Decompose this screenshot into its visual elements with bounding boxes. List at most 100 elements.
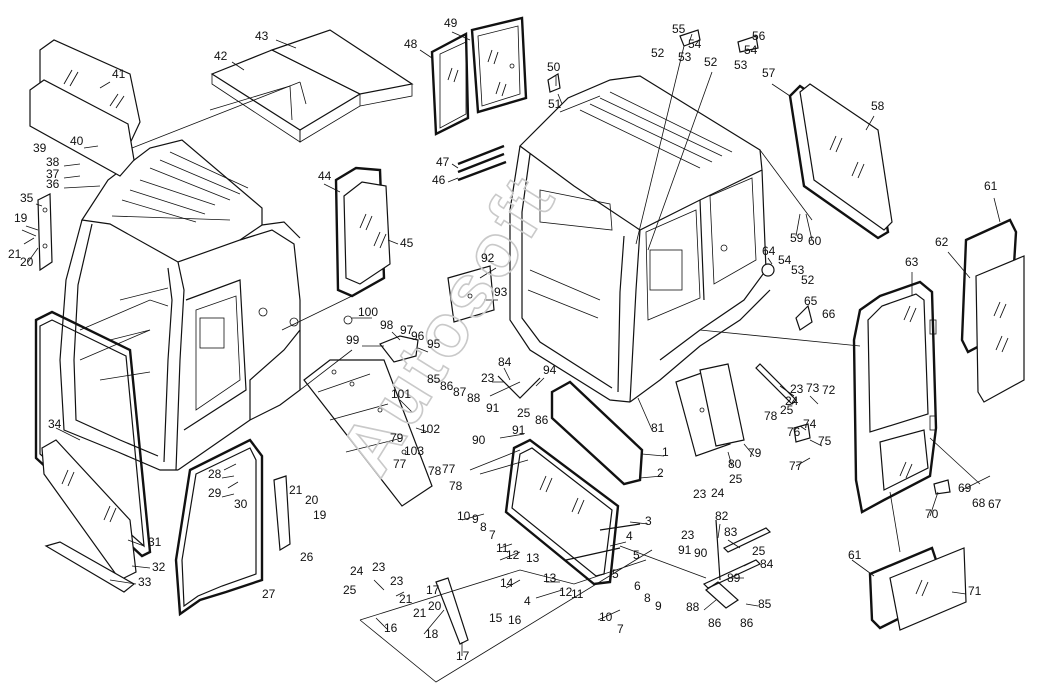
callout-number: 76 (787, 425, 801, 439)
right-door-glass (960, 218, 1025, 403)
callout-number: 27 (262, 587, 276, 601)
callout-number: 8 (644, 591, 651, 605)
callout-number: 89 (727, 571, 741, 585)
callout-number: 23 (693, 487, 707, 501)
callout-number: 92 (481, 251, 495, 265)
callout-number: 8 (480, 520, 487, 534)
callout-number: 86 (440, 379, 454, 393)
callout-number: 13 (526, 551, 540, 565)
callout-number: 23 (481, 371, 495, 385)
callout-number: 50 (547, 60, 561, 74)
callout-number: 60 (808, 234, 822, 248)
lower-assembly-outline (359, 549, 653, 683)
callout-number: 90 (472, 433, 486, 447)
callout-number: 98 (380, 318, 394, 332)
rails-and-brackets (435, 363, 797, 645)
callout-number: 51 (548, 97, 562, 111)
callout-number: 88 (686, 600, 700, 614)
callout-number: 14 (500, 576, 514, 590)
callout-number: 24 (785, 394, 799, 408)
callout-number: 23 (372, 560, 386, 574)
callout-number: 11 (571, 587, 584, 601)
right-cab-door (852, 280, 938, 514)
callout-number: 19 (14, 211, 28, 225)
callout-number: 25 (343, 583, 357, 597)
callout-number: 37 (46, 167, 60, 181)
callout-number: 85 (427, 372, 441, 386)
callout-number: 30 (234, 497, 248, 511)
callout-number: 49 (444, 16, 458, 30)
callout-number: 68 (972, 496, 986, 510)
callout-number: 34 (48, 417, 62, 431)
lower-right-glass (868, 546, 967, 631)
callout-number: 21 (8, 247, 22, 261)
callout-number: 9 (472, 512, 479, 526)
callout-number: 33 (138, 575, 152, 589)
callout-number: 100 (358, 305, 378, 319)
callout-number: 11 (496, 541, 509, 555)
callout-number: 23 (681, 528, 695, 542)
callout-number: 71 (968, 584, 982, 598)
callout-number: 88 (467, 391, 481, 405)
callout-number: 67 (988, 497, 1002, 511)
callout-number: 53 (678, 50, 692, 64)
callout-number: 83 (724, 525, 738, 539)
callout-number: 25 (780, 403, 794, 417)
callout-number: 64 (762, 244, 776, 258)
callout-number: 79 (748, 446, 762, 460)
callout-number: 78 (764, 409, 778, 423)
callout-number: 58 (871, 99, 885, 113)
callout-number: 42 (214, 49, 228, 63)
callout-number: 23 (790, 382, 804, 396)
callout-number: 91 (486, 401, 500, 415)
callout-number: 85 (758, 597, 772, 611)
callout-number: 26 (300, 550, 314, 564)
callout-number: 86 (708, 616, 722, 630)
callout-number: 82 (715, 509, 729, 523)
callout-number: 75 (818, 434, 832, 448)
callout-number: 29 (208, 486, 222, 500)
left-cab-door (174, 438, 291, 617)
callout-number: 25 (752, 544, 766, 558)
callout-number: 52 (651, 46, 665, 60)
callout-number: 59 (790, 231, 804, 245)
callout-number: 10 (457, 509, 471, 523)
callout-number: 48 (404, 37, 418, 51)
callout-number: 101 (391, 387, 411, 401)
callout-number: 36 (46, 177, 60, 191)
callout-number: 4 (626, 529, 633, 543)
callout-number: 84 (760, 557, 774, 571)
callout-number: 25 (729, 472, 743, 486)
callout-number: 31 (148, 535, 162, 549)
callout-number: 74 (803, 417, 817, 431)
callout-number: 77 (393, 457, 407, 471)
callout-number: 5 (612, 567, 619, 581)
callout-number: 84 (498, 355, 512, 369)
left-bracket (21, 193, 53, 272)
callout-number: 73 (806, 381, 820, 395)
guide-lines (131, 45, 981, 579)
callout-number: 21 (289, 483, 303, 497)
callout-number: 54 (778, 253, 792, 267)
callout-number: 52 (801, 273, 815, 287)
front-window-left (34, 310, 152, 593)
callout-number: 66 (822, 307, 836, 321)
callout-number: 62 (935, 235, 949, 249)
callout-number: 54 (744, 43, 758, 57)
callout-number: 7 (617, 622, 624, 636)
callout-number: 25 (517, 406, 531, 420)
callout-number: 7 (489, 528, 496, 542)
callout-number: 79 (390, 431, 404, 445)
callout-number: 1 (662, 445, 669, 459)
callout-number: 43 (255, 29, 269, 43)
callout-number: 90 (694, 546, 708, 560)
callout-number: 20 (428, 599, 442, 613)
callout-number: 4 (524, 594, 531, 608)
callout-number: 3 (645, 514, 652, 528)
callout-number: 81 (651, 421, 665, 435)
callout-number: 61 (984, 179, 998, 193)
callout-number: 57 (762, 66, 776, 80)
side-panels (447, 265, 745, 457)
callout-number: 47 (436, 155, 450, 169)
callout-number: 12 (506, 548, 520, 562)
